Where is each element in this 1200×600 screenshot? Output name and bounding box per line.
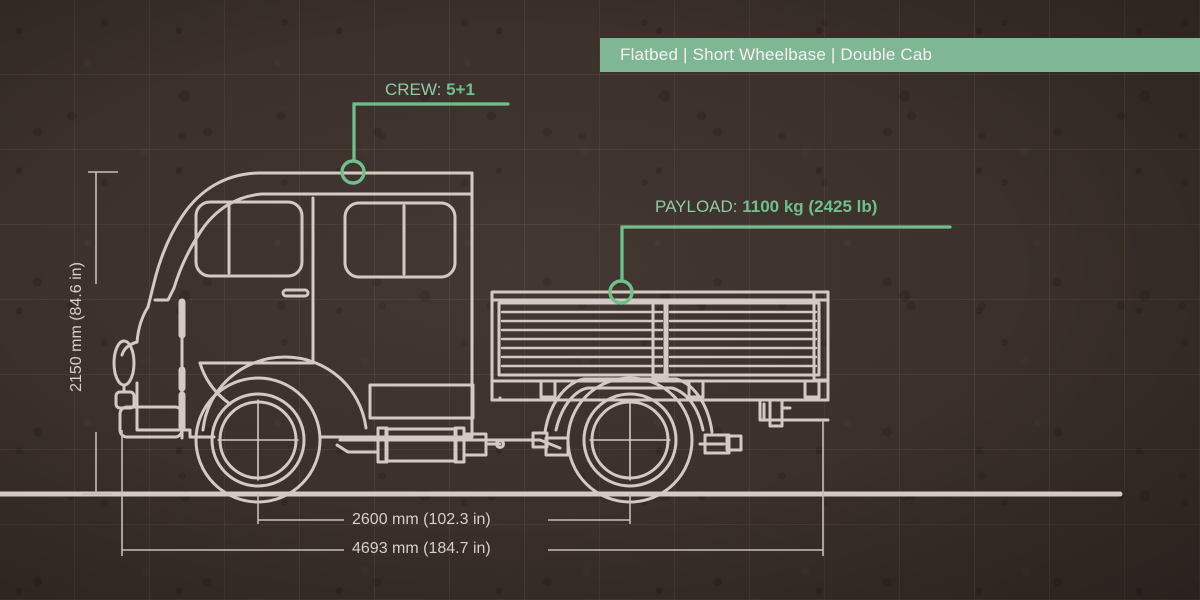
crew-marker-circle bbox=[340, 159, 366, 185]
dimension-lines-group bbox=[82, 171, 824, 556]
front-bumper bbox=[118, 405, 184, 439]
rear-hitch-plate bbox=[768, 398, 784, 428]
rear-spring-front bbox=[538, 438, 562, 450]
rear-wheel-fender-inner bbox=[554, 386, 705, 432]
length-dimension-label: 4693 mm (184.7 in) bbox=[352, 540, 491, 557]
crew-leader-line bbox=[352, 102, 510, 162]
height-dimension-label: 2150 mm (84.6 in) bbox=[68, 262, 85, 392]
bed-support-right bbox=[803, 379, 821, 399]
spring-mount-b bbox=[703, 433, 731, 455]
spec-title-text: Flatbed | Short Wheelbase | Double Cab bbox=[620, 45, 933, 64]
cab-cant-rail bbox=[172, 192, 474, 290]
wheelbase-dimension-label: 2600 mm (102.3 in) bbox=[352, 511, 491, 528]
payload-marker-circle bbox=[608, 279, 634, 305]
cab-door-lower-curve bbox=[198, 361, 232, 406]
door-handle bbox=[281, 288, 310, 298]
front-door-rear-edge bbox=[296, 196, 312, 378]
spec-title-banner: Flatbed | Short Wheelbase | Double Cab bbox=[600, 38, 1200, 72]
tank-outlet-cap bbox=[495, 439, 505, 449]
mirror-housing bbox=[112, 339, 136, 387]
crew-callout-label: CREW: 5+1 bbox=[385, 80, 475, 100]
bed-side-frame bbox=[490, 290, 830, 383]
crew-callout-value: 5+1 bbox=[446, 80, 475, 99]
cab-roof-and-windshield-outline bbox=[146, 171, 474, 309]
chassis-bracket-left bbox=[335, 443, 380, 454]
front-door-window bbox=[194, 200, 304, 278]
bed-panel-right bbox=[665, 301, 821, 377]
cab-sill-rear bbox=[318, 422, 474, 439]
bed-support-left bbox=[539, 379, 557, 399]
payload-leader-line bbox=[620, 225, 952, 282]
fuel-tank bbox=[384, 427, 458, 463]
front-tire-inner bbox=[210, 392, 306, 488]
callout-leaders-group bbox=[340, 102, 952, 305]
payload-callout-key: PAYLOAD: bbox=[655, 197, 738, 216]
rear-tire-inner bbox=[582, 392, 678, 488]
mirror-arm bbox=[120, 340, 139, 357]
bed-support-mid bbox=[687, 379, 705, 399]
cab-rear-panel bbox=[368, 383, 475, 420]
rear-cab-window bbox=[343, 201, 457, 279]
crew-callout-key: CREW: bbox=[385, 80, 442, 99]
cab-a-pillar-inner bbox=[153, 286, 176, 302]
bed-rear-post bbox=[812, 290, 830, 382]
cab-front-nose bbox=[135, 305, 150, 344]
rear-chassis-rail bbox=[758, 398, 830, 422]
spring-shackle-b bbox=[725, 434, 743, 452]
payload-callout-label: PAYLOAD: 1100 kg (2425 lb) bbox=[655, 197, 877, 217]
bed-panel-left bbox=[497, 301, 667, 377]
payload-callout-value: 1100 kg (2425 lb) bbox=[742, 197, 878, 216]
